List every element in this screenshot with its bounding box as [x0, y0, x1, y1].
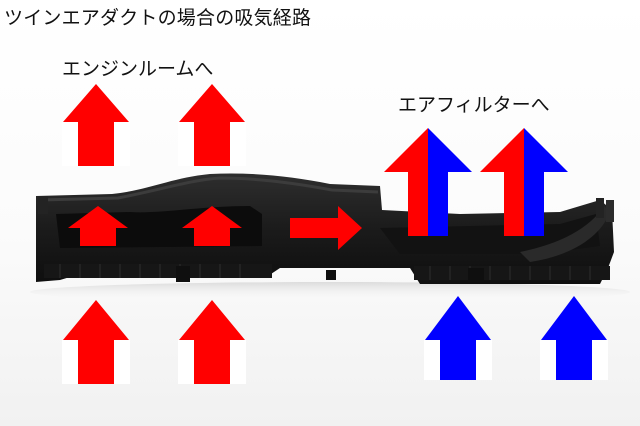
- label-to-air-filter: エアフィルターへ: [398, 94, 550, 116]
- mount-post-right-a: [596, 198, 604, 218]
- mount-post-right-b: [606, 200, 614, 222]
- arrow-engine-bottom-1: [62, 300, 130, 384]
- duct-upper-rim: [39, 176, 379, 202]
- arrow-inside-left-1: [68, 206, 128, 246]
- duct-end-fin: [520, 206, 610, 262]
- label-to-engine-room: エンジンルームへ: [62, 58, 214, 80]
- arrow-inside-right: [290, 206, 362, 250]
- arrow-filter-top-2: [480, 128, 568, 236]
- arrow-filter-top-1: [384, 128, 472, 236]
- duct-tab-1: [176, 266, 190, 282]
- mount-post-left: [38, 196, 48, 214]
- arrow-engine-bottom-2: [178, 300, 246, 384]
- arrow-filter-bottom-2: [540, 296, 608, 380]
- duct-right-channel: [380, 214, 600, 254]
- duct-tab-3: [468, 268, 484, 282]
- arrow-engine-top-1: [62, 84, 130, 166]
- page-title: ツインエアダクトの場合の吸気経路: [4, 7, 312, 29]
- arrow-filter-bottom-1: [424, 296, 492, 380]
- duct-shadow: [30, 282, 630, 302]
- grille-ribs: [59, 264, 591, 280]
- duct-tab-2: [326, 270, 336, 280]
- bottom-grille-left: [44, 264, 272, 278]
- arrow-inside-left-2: [182, 206, 242, 246]
- arrow-engine-top-2: [178, 84, 246, 166]
- bottom-grille-right: [414, 266, 610, 280]
